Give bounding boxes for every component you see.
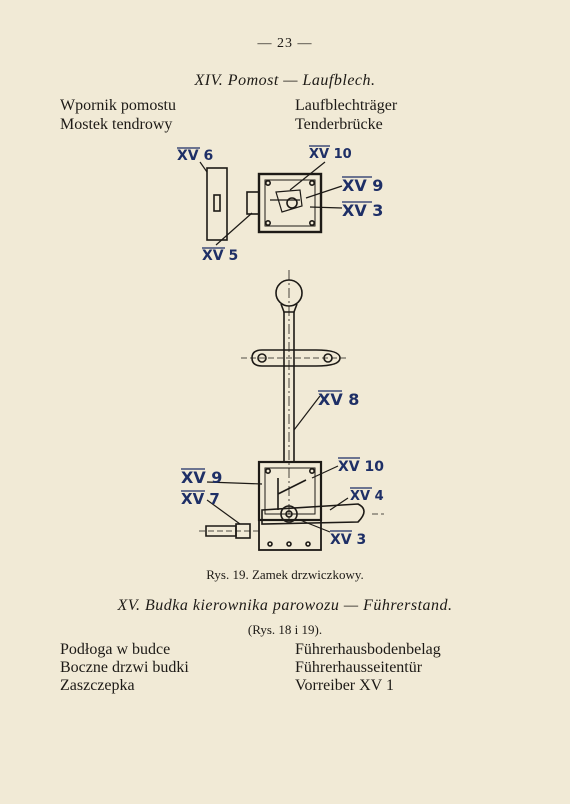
label-xv5: XV 5 <box>202 248 238 264</box>
term-de-4: Führerhausseitentür <box>295 659 423 676</box>
side-plate <box>206 167 228 241</box>
term-pl-3: Podłoga w budce <box>60 641 171 658</box>
section-15-subtitle: (Rys. 18 i 19). <box>247 622 323 637</box>
page-number: — 23 — <box>257 36 313 51</box>
label-xv7: XV 7 <box>181 490 220 508</box>
label-xv3-top: XV 3 <box>342 201 383 220</box>
label-xv4: XV 4 <box>350 489 384 504</box>
figure-caption: Rys. 19. Zamek drzwiczkowy. <box>206 567 364 582</box>
term-pl-5: Zaszczepka <box>60 677 135 694</box>
term-pl-1: Wpornik pomostu <box>60 97 176 114</box>
label-xv6: XV 6 <box>177 148 213 164</box>
top-lock-drawing <box>199 161 343 246</box>
term-pl-2: Mostek tendrowy <box>60 116 173 133</box>
label-xv9-bottom: XV 9 <box>181 468 222 487</box>
term-de-3: Führerhausbodenbelag <box>295 641 441 658</box>
handle-lock-drawing <box>199 270 384 551</box>
term-pl-4: Boczne drzwi budki <box>60 659 189 676</box>
label-xv10-top: XV 10 <box>309 147 352 162</box>
label-xv3-bottom: XV 3 <box>330 532 366 548</box>
term-de-5: Vorreiber XV 1 <box>295 677 394 694</box>
section-15-title: XV. Budka kierownika parowozu — Führerst… <box>117 597 453 614</box>
section-14-title: XIV. Pomost — Laufblech. <box>194 72 376 89</box>
label-xv9-top: XV 9 <box>342 176 383 195</box>
label-xv8: XV 8 <box>318 390 359 409</box>
term-de-1: Laufblechträger <box>295 97 398 114</box>
label-xv10-bottom: XV 10 <box>338 459 384 475</box>
term-de-2: Tenderbrücke <box>295 116 383 133</box>
lock-box <box>257 172 323 234</box>
